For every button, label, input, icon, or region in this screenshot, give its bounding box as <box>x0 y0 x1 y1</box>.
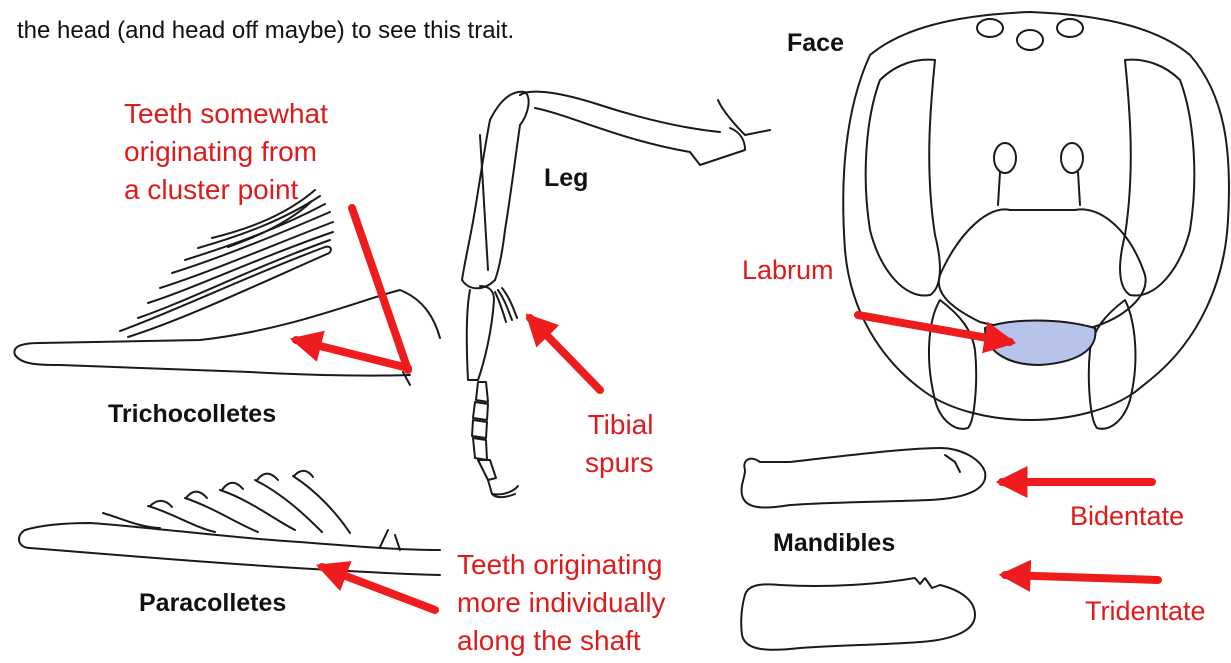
tridentate-annotation: Tridentate <box>1085 595 1206 627</box>
cluster-arrow-upper <box>352 208 408 370</box>
cluster-teeth-annotation: Teeth somewhat originating from a cluste… <box>124 95 328 209</box>
annotation-line: a cluster point <box>124 171 328 209</box>
bidentate-annotation: Bidentate <box>1070 500 1184 532</box>
annotation-line: Teeth somewhat <box>124 95 328 133</box>
cluster-arrow-lower <box>296 340 408 368</box>
paracolletes-hair-drawing <box>19 471 440 575</box>
mandibles-label: Mandibles <box>773 528 895 558</box>
individual-teeth-annotation: Teeth originating more individually alon… <box>457 546 666 660</box>
annotation-line: Tibial <box>585 406 653 444</box>
labrum-annotation: Labrum <box>742 254 834 286</box>
leg-label: Leg <box>544 163 588 193</box>
bidentate-mandible-drawing <box>742 448 986 508</box>
annotation-line: spurs <box>585 444 653 482</box>
tibial-spurs-annotation: Tibial spurs <box>585 406 653 482</box>
annotation-line: Teeth originating <box>457 546 666 584</box>
annotation-line: more individually <box>457 584 666 622</box>
tibial-spurs-arrow <box>530 318 600 390</box>
tridentate-mandible-drawing <box>741 578 975 650</box>
tridentate-arrow <box>1005 575 1158 580</box>
trichocolletes-label: Trichocolletes <box>108 399 276 429</box>
annotation-line: originating from <box>124 133 328 171</box>
header-text: the head (and head off maybe) to see thi… <box>17 17 514 46</box>
face-drawing <box>843 12 1229 429</box>
annotation-line: along the shaft <box>457 622 666 660</box>
paracolletes-label: Paracolletes <box>139 588 286 618</box>
face-label: Face <box>787 28 844 58</box>
